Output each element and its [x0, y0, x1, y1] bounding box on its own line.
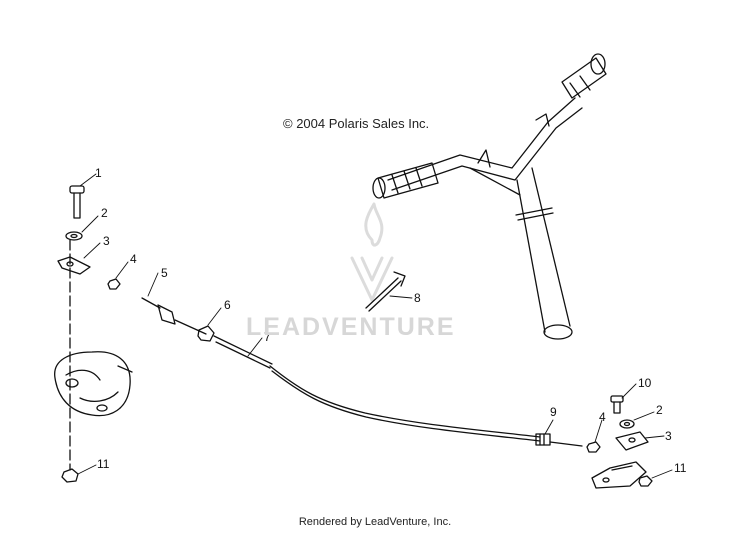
- callout-11-left: 11: [97, 457, 110, 471]
- bolt-1: [69, 185, 85, 219]
- watermark-text: LEADVENTURE: [246, 313, 456, 341]
- callout-3-right: 3: [665, 429, 672, 443]
- callout-3-left: 3: [103, 234, 110, 248]
- callout-5: 5: [161, 266, 168, 280]
- watermark-logo: [350, 202, 394, 302]
- copyright-notice: © 2004 Polaris Sales Inc.: [283, 116, 430, 131]
- washer-2-left: [65, 231, 83, 241]
- callout-7: 7: [264, 330, 271, 344]
- callout-10: 10: [638, 376, 652, 390]
- nut-11-right: [638, 475, 653, 487]
- nut-11-left: [61, 468, 79, 483]
- callout-2-left: 2: [101, 206, 108, 220]
- callout-numbers: 1 2 3 4 5 6 7 8 9 4 10 2 3 11 11: [95, 166, 687, 475]
- washer-2-right: [619, 419, 635, 429]
- brake-cable: [141, 297, 583, 447]
- callout-1: 1: [95, 166, 102, 180]
- bolt-10: [610, 395, 624, 414]
- callout-2-right: 2: [656, 403, 663, 417]
- footer-credit: Rendered by LeadVenture, Inc.: [298, 516, 452, 528]
- bracket-3-left: [57, 256, 91, 275]
- handlebar-assembly: [372, 53, 607, 340]
- callout-6: 6: [224, 298, 231, 312]
- bracket-3-right: [615, 431, 649, 451]
- callout-8: 8: [414, 291, 421, 305]
- steering-column: [469, 113, 573, 340]
- bracket-lower-right: [591, 461, 647, 489]
- callout-4-right: 4: [599, 410, 606, 424]
- right-grip: [561, 53, 607, 99]
- left-grip: [372, 162, 439, 199]
- callout-11-right: 11: [674, 461, 687, 475]
- callout-9: 9: [550, 405, 557, 419]
- nut-4-left: [107, 278, 121, 290]
- leader-lines: [77, 173, 673, 479]
- nut-4-right: [586, 441, 601, 453]
- callout-4-left: 4: [130, 252, 137, 266]
- cable-tie: [365, 271, 406, 312]
- brake-housing: [54, 351, 133, 417]
- cable-end-fitting: [535, 433, 551, 446]
